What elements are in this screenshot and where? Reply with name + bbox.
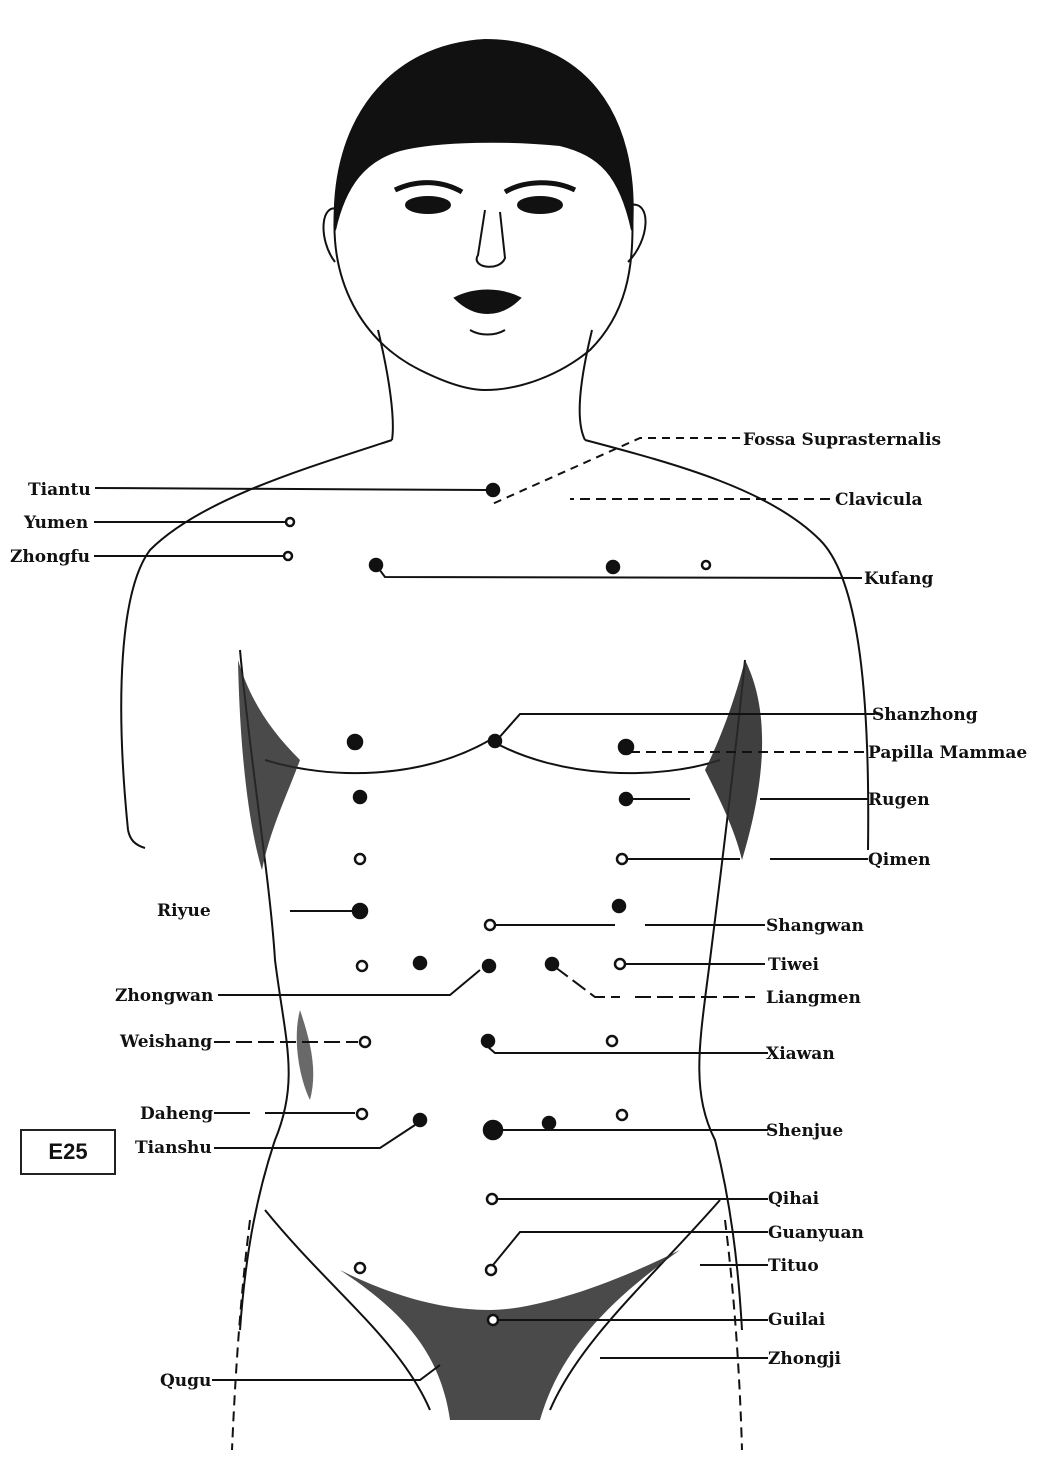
- left-arm: [128, 830, 145, 848]
- label-zhongji: Zhongji: [768, 1349, 842, 1369]
- label-tianshu: Tianshu: [135, 1138, 212, 1158]
- label-liangmen: Liangmen: [766, 988, 861, 1008]
- left-chest-shade: [238, 660, 300, 870]
- leader-shanzhong: [497, 714, 875, 740]
- mouth-icon: [455, 291, 520, 314]
- right-eyebrow-icon: [505, 183, 575, 192]
- label-zhongwan: Zhongwan: [115, 986, 213, 1006]
- left-waist-shade: [297, 1010, 314, 1100]
- acupoint-shenjue: [484, 1121, 502, 1139]
- label-weishang: Weishang: [119, 1032, 212, 1052]
- acupoint-guanyuan: [486, 1265, 496, 1275]
- leader-lines: [94, 438, 875, 1380]
- label-shangwan: Shangwan: [766, 916, 864, 936]
- hair-icon: [335, 40, 633, 230]
- acupoint-weishang-left: [360, 1037, 370, 1047]
- acupoint-riyue-left: [353, 904, 367, 918]
- label-kufang: Kufang: [864, 569, 933, 589]
- shading: [238, 660, 762, 1420]
- acupoint-zhongfu: [284, 552, 292, 560]
- acupoint-tianshu-right: [543, 1117, 555, 1129]
- leader-tiantu: [95, 488, 487, 490]
- leader-tianshu: [214, 1125, 415, 1148]
- label-guanyuan: Guanyuan: [768, 1223, 864, 1243]
- groin-shade: [340, 1250, 680, 1420]
- acupoint-tiwei-right: [615, 959, 625, 969]
- label-shanzhong: Shanzhong: [872, 705, 978, 725]
- right-leg: [725, 1220, 742, 1450]
- acupoint-zhongfu-right: [702, 561, 710, 569]
- acupoint-zhongji: [488, 1315, 498, 1325]
- acupoint-tiwei-left: [357, 961, 367, 971]
- acupoint-nipple-left: [348, 735, 362, 749]
- nose-icon: [477, 210, 505, 267]
- label-tiwei: Tiwei: [768, 955, 820, 975]
- acupoint-riyue-right: [613, 900, 625, 912]
- acupoint-tiantu: [487, 484, 499, 496]
- label-xiawan: Xiawan: [766, 1044, 835, 1064]
- figure-code-badge: E25: [20, 1129, 116, 1175]
- label-qugu: Qugu: [160, 1371, 211, 1391]
- acupoint-daheng-left: [357, 1109, 367, 1119]
- acupoint-qihai: [487, 1194, 497, 1204]
- acupoint-xiawan: [482, 1035, 494, 1047]
- label-clavicula: Clavicula: [835, 490, 923, 510]
- acupoint-weishang-right: [607, 1036, 617, 1046]
- label-riyue: Riyue: [157, 901, 211, 921]
- label-rugen: Rugen: [868, 790, 930, 810]
- chin-line: [470, 330, 505, 335]
- label-fossa-suprasternalis: Fossa Suprasternalis: [743, 430, 941, 450]
- neck-right: [580, 330, 592, 440]
- leader-liangmen: [555, 967, 755, 997]
- label-qihai: Qihai: [768, 1189, 820, 1209]
- label-shenjue: Shenjue: [766, 1121, 843, 1141]
- acupoint-kufang-right: [607, 561, 619, 573]
- acupoint-yumen: [286, 518, 294, 526]
- acupoint-shangwan: [485, 920, 495, 930]
- label-tiantu: Tiantu: [28, 480, 91, 500]
- label-tituo: Tituo: [768, 1256, 819, 1276]
- leader-zhongwan: [218, 970, 480, 995]
- label-guilai: Guilai: [768, 1310, 826, 1330]
- left-eye-icon: [406, 197, 450, 213]
- acupoint-rugen-left: [354, 791, 366, 803]
- label-daheng: Daheng: [140, 1104, 213, 1124]
- left-eyebrow-icon: [395, 183, 462, 192]
- acupoint-qimen-left: [355, 854, 365, 864]
- right-chest-shade: [705, 660, 762, 860]
- label-qimen: Qimen: [868, 850, 930, 870]
- acupoint-liangmen-left: [414, 957, 426, 969]
- labels: Fossa Suprasternalis Clavicula Tiantu Yu…: [10, 430, 1027, 1391]
- acupoint-tianshu-left: [414, 1114, 426, 1126]
- acupoint-zhongwan: [483, 960, 495, 972]
- label-yumen: Yumen: [23, 513, 88, 533]
- acupoint-qimen-right: [617, 854, 627, 864]
- label-papilla-mammae: Papilla Mammae: [868, 743, 1027, 763]
- label-zhongfu: Zhongfu: [10, 547, 90, 567]
- right-eye-icon: [518, 197, 562, 213]
- acupoint-daheng-right: [617, 1110, 627, 1120]
- head-figure: [324, 40, 646, 390]
- acupoint-tituo-left: [355, 1263, 365, 1273]
- leader-xiawan: [488, 1047, 768, 1053]
